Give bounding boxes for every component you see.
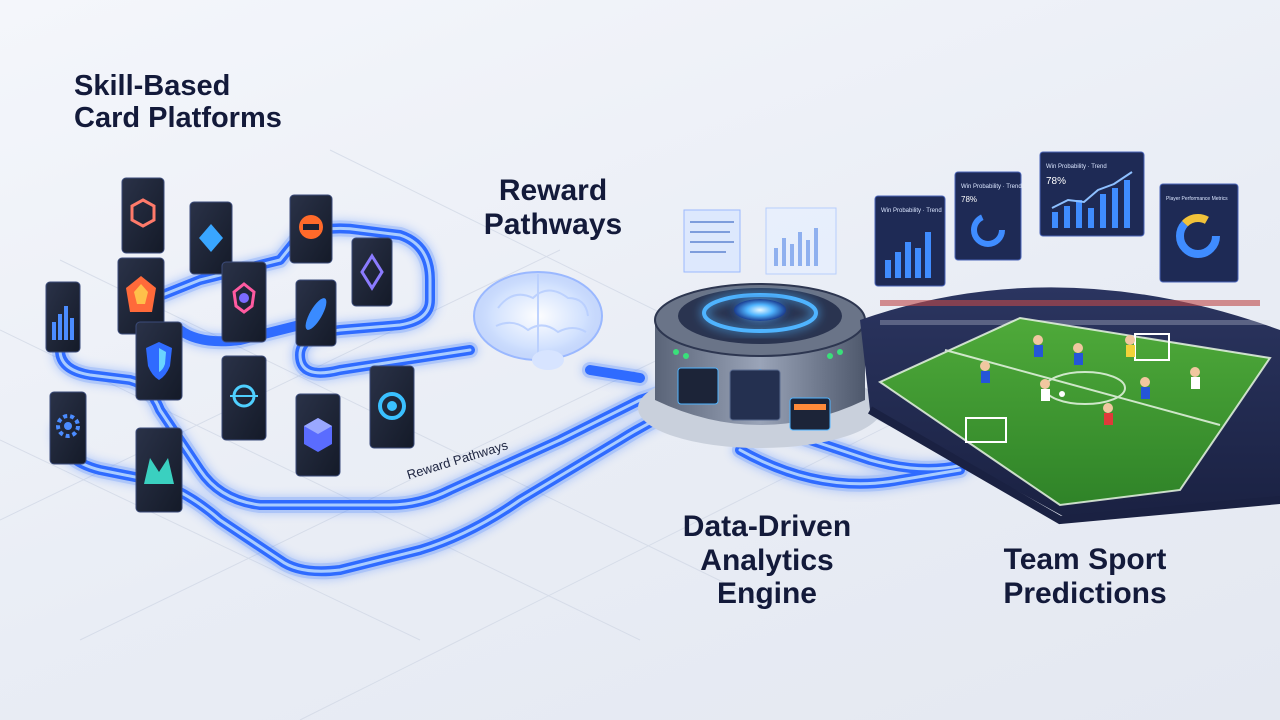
skill-cards: [45, 177, 415, 513]
brain-icon: [473, 271, 603, 370]
label-analytics-engine: Data-Driven Analytics Engine: [652, 510, 882, 611]
label-line: Predictions: [1003, 576, 1167, 610]
ring-icon: [378, 392, 406, 420]
label-line: Team Sport: [1003, 543, 1167, 576]
panel-value: 78%: [961, 195, 977, 204]
reward-pathways: [52, 220, 1008, 580]
crown-icon: [144, 458, 174, 484]
stadium: [860, 287, 1280, 525]
label-reward-pathways: Reward Pathways: [468, 174, 638, 241]
label-line: Skill-Based: [74, 70, 231, 102]
label-line: Engine: [716, 577, 817, 611]
card-shield: [135, 321, 183, 401]
analytics-engine: [638, 283, 882, 448]
players: [980, 335, 1200, 425]
label-line: Data-Driven: [682, 510, 852, 543]
panel-player-perf: Player Performance Metrics: [1159, 183, 1239, 283]
label-skill-based-card-platforms: Skill-Based Card Platforms: [74, 70, 282, 135]
card-badge: [289, 194, 333, 264]
panel-win-prob-2: Win Probability · Trend 78%: [954, 171, 1022, 261]
blade-icon: [305, 298, 327, 330]
card-crown: [135, 427, 183, 513]
card-gem: [117, 257, 165, 335]
panel-win-prob-1: Win Probability · Trend: [874, 195, 946, 287]
panel-title: Win Probability · Trend: [881, 208, 942, 214]
card-crystal: [351, 237, 393, 307]
gear-icon: [56, 414, 80, 438]
card-diamond: [189, 201, 233, 275]
hexagon-icon: [130, 198, 156, 228]
star-icon: [232, 282, 256, 314]
bar-chart-icon: [52, 306, 74, 340]
label-line: Analytics: [700, 543, 834, 577]
panel-title: Win Probability · Trend: [961, 184, 1022, 190]
panel-title: Win Probability · Trend: [1046, 164, 1107, 170]
holo-panels: [683, 207, 837, 275]
card-bar-chart: [45, 281, 81, 353]
label-team-sport-predictions: Team Sport Predictions: [985, 543, 1185, 610]
diamond-icon: [199, 224, 223, 252]
card-gear: [49, 391, 87, 465]
label-line: Reward: [498, 174, 608, 207]
label-line: Pathways: [483, 207, 623, 241]
crystal-icon: [360, 253, 384, 291]
card-orb: [221, 355, 267, 441]
panel-title: Player Performance Metrics: [1166, 196, 1228, 202]
stadium-panels: Win Probability · Trend Win Probability …: [874, 151, 1239, 287]
card-cube: [295, 393, 341, 477]
card-hexagon: [121, 177, 165, 254]
panel-win-prob-3: Win Probability · Trend 78%: [1039, 151, 1145, 237]
card-star: [221, 261, 267, 343]
label-line: Card Platforms: [74, 102, 282, 135]
panel-value: 78%: [1046, 176, 1066, 187]
crowd-dots: [880, 300, 1270, 325]
card-ring: [369, 365, 415, 449]
card-blade: [295, 279, 337, 347]
